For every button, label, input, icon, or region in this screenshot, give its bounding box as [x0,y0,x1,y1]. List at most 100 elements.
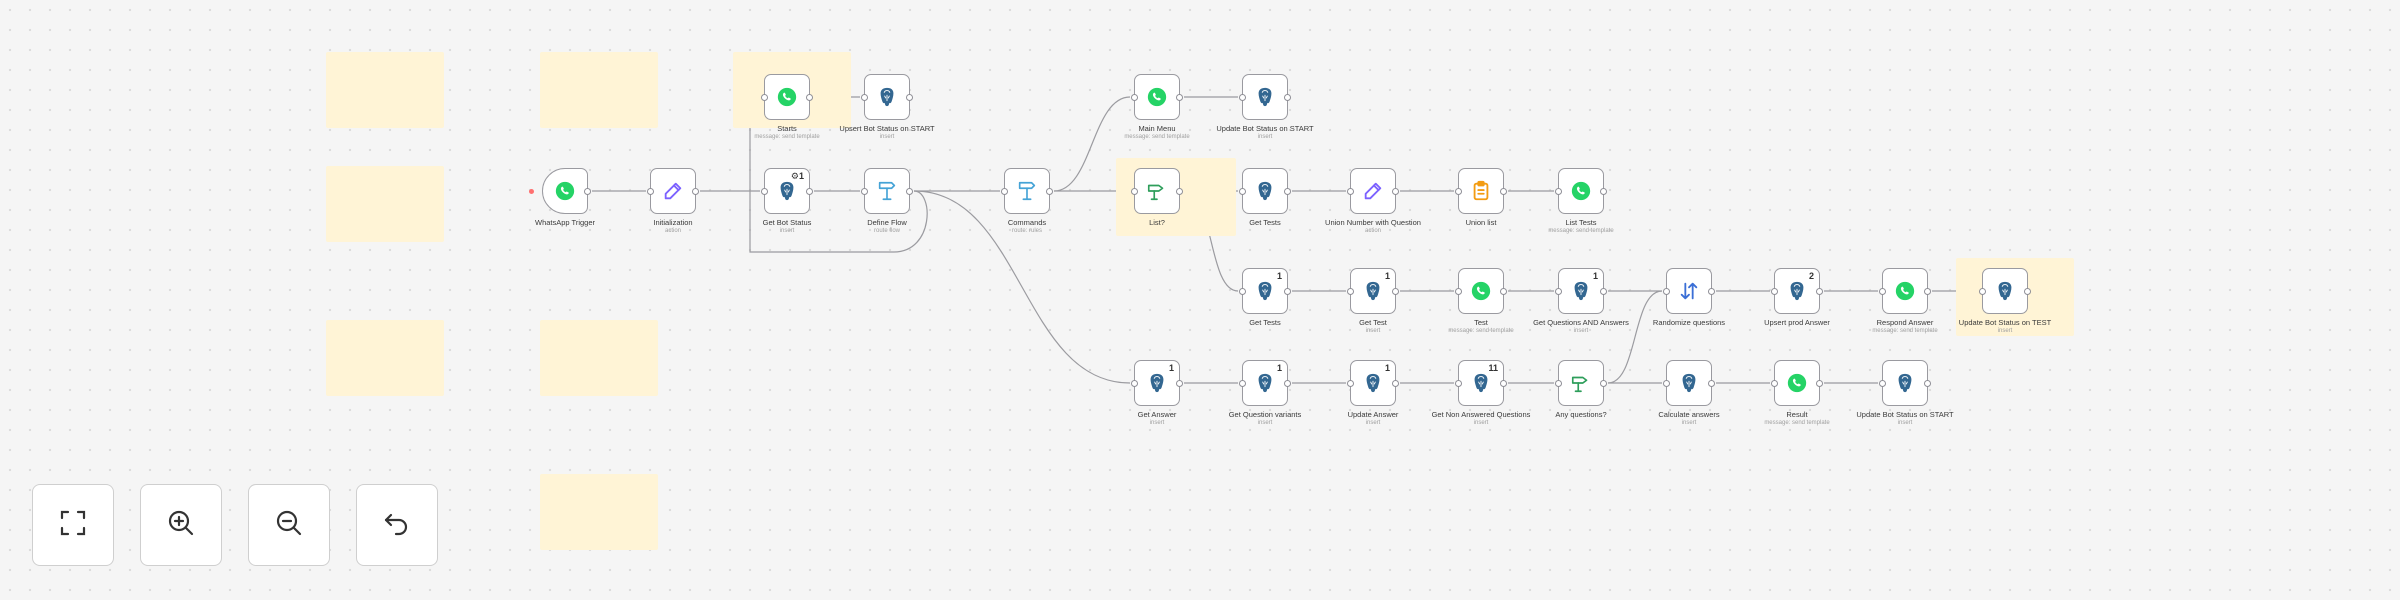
output-port[interactable] [1392,288,1399,295]
output-port[interactable] [906,94,913,101]
input-port[interactable] [1663,380,1670,387]
output-port[interactable] [1176,380,1183,387]
input-port[interactable] [647,188,654,195]
node-update-answer[interactable]: 1 [1347,360,1399,406]
input-port[interactable] [1879,380,1886,387]
sticky-note[interactable] [326,166,444,242]
output-port[interactable] [1816,288,1823,295]
node-update-bot-status-test[interactable] [1979,268,2031,314]
input-port[interactable] [1771,380,1778,387]
output-port[interactable] [692,188,699,195]
node-update-bot-status-start[interactable] [1239,74,1291,120]
output-port[interactable] [1392,380,1399,387]
undo-button[interactable] [356,484,438,566]
node-result[interactable] [1771,360,1823,406]
input-port[interactable] [1455,380,1462,387]
node-update-bot-status-start-2[interactable] [1879,360,1931,406]
input-port[interactable] [1239,288,1246,295]
input-port[interactable] [1879,288,1886,295]
output-port[interactable] [1284,288,1291,295]
input-port[interactable] [1131,380,1138,387]
node-upsert-bot-status[interactable] [861,74,913,120]
zoom-in-button[interactable] [140,484,222,566]
node-get-answer[interactable]: 1 [1131,360,1183,406]
input-port[interactable] [1555,288,1562,295]
output-port[interactable] [1176,188,1183,195]
output-port[interactable] [1284,94,1291,101]
node-get-test[interactable]: 1 [1347,268,1399,314]
node-get-tests-2[interactable]: 1 [1239,268,1291,314]
input-port[interactable] [1347,188,1354,195]
node-get-tests-1[interactable] [1239,168,1291,214]
node-randomize-questions[interactable] [1663,268,1715,314]
input-port[interactable] [1455,288,1462,295]
sticky-note[interactable] [326,320,444,396]
node-union-list[interactable] [1455,168,1507,214]
output-port[interactable] [1708,288,1715,295]
node-get-bot-status[interactable]: ⚙1 [761,168,813,214]
node-get-questions-answers[interactable]: 1 [1555,268,1607,314]
input-port[interactable] [1239,188,1246,195]
output-port[interactable] [1284,380,1291,387]
output-port[interactable] [1046,188,1053,195]
node-initialization[interactable] [647,168,699,214]
input-port[interactable] [761,188,768,195]
fit-view-button[interactable] [32,484,114,566]
output-port[interactable] [2024,288,2031,295]
input-port[interactable] [761,94,768,101]
output-port[interactable] [1924,288,1931,295]
input-port[interactable] [1979,288,1986,295]
node-start[interactable] [761,74,813,120]
node-calculate-answers[interactable] [1663,360,1715,406]
node-union-number[interactable] [1347,168,1399,214]
output-port[interactable] [1500,188,1507,195]
output-port[interactable] [1816,380,1823,387]
output-port[interactable] [1500,288,1507,295]
node-get-question-variants[interactable]: 1 [1239,360,1291,406]
input-port[interactable] [1555,380,1562,387]
input-port[interactable] [1555,188,1562,195]
input-port[interactable] [861,188,868,195]
input-port[interactable] [1347,380,1354,387]
output-port[interactable] [1708,380,1715,387]
node-any-questions[interactable] [1555,360,1607,406]
input-port[interactable] [1347,288,1354,295]
input-port[interactable] [1455,188,1462,195]
input-port[interactable] [1663,288,1670,295]
output-port[interactable] [1284,188,1291,195]
output-port[interactable] [1600,380,1607,387]
node-test[interactable] [1455,268,1507,314]
output-port[interactable] [1600,188,1607,195]
output-port[interactable] [1176,94,1183,101]
node-upsert-prod-answer[interactable]: 2 [1771,268,1823,314]
node-commands[interactable] [1001,168,1053,214]
output-port[interactable] [1600,288,1607,295]
node-get-non-answered[interactable]: 11 [1455,360,1507,406]
sticky-note[interactable] [540,474,658,550]
node-main-menu[interactable] [1131,74,1183,120]
output-port[interactable] [806,188,813,195]
output-port[interactable] [1392,188,1399,195]
zoom-out-button[interactable] [248,484,330,566]
input-port[interactable] [1001,188,1008,195]
input-port[interactable] [1131,94,1138,101]
sticky-note[interactable] [326,52,444,128]
output-port[interactable] [1924,380,1931,387]
output-port[interactable] [584,188,591,195]
output-port[interactable] [806,94,813,101]
sticky-note[interactable] [540,52,658,128]
output-port[interactable] [906,188,913,195]
node-list[interactable] [1131,168,1183,214]
node-whatsapp-trigger[interactable] [529,168,591,214]
node-respond-answer[interactable] [1879,268,1931,314]
input-port[interactable] [1771,288,1778,295]
node-list-tests[interactable] [1555,168,1607,214]
sticky-note[interactable] [540,320,658,396]
input-port[interactable] [1239,94,1246,101]
input-port[interactable] [861,94,868,101]
input-port[interactable] [1239,380,1246,387]
output-port[interactable] [1500,380,1507,387]
input-port[interactable] [1131,188,1138,195]
node-define-flow[interactable] [861,168,913,214]
